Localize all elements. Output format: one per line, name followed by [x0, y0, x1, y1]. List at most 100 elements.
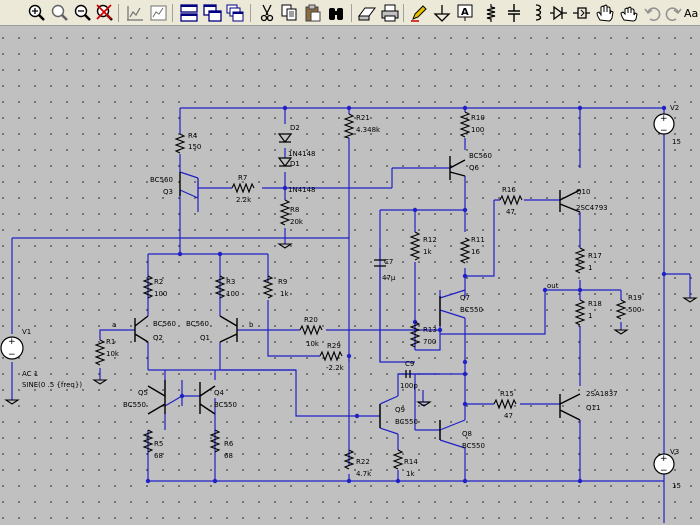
diode-icon[interactable]	[550, 5, 567, 21]
label-q8: Q8	[462, 430, 472, 438]
component-labels: R4 150 BC560 Q3 D2 1N4148 D1 1N4148 R7 2…	[22, 104, 681, 490]
r5-body	[142, 429, 154, 453]
tile-vertical-icon[interactable]	[203, 4, 222, 22]
hand-move-icon[interactable]	[596, 4, 614, 22]
label-q5-model: BC550	[123, 401, 146, 409]
label-d2: D2	[290, 124, 300, 132]
resistor-icon[interactable]	[486, 4, 496, 22]
label-q10-model: 2SC4793	[576, 204, 608, 212]
label-q1: Q1	[200, 334, 210, 342]
autorange-icon[interactable]	[127, 6, 143, 21]
zoom-full-icon[interactable]	[51, 4, 68, 21]
svg-text:−: −	[8, 350, 16, 360]
svg-text:A: A	[461, 7, 469, 18]
q1-body	[219, 315, 238, 343]
junction-dots	[145, 105, 667, 484]
diodes	[277, 133, 293, 167]
zoom-in-icon[interactable]	[28, 4, 45, 21]
label-r20-value: 10k	[306, 340, 320, 348]
zoom-out-icon[interactable]	[74, 4, 91, 21]
scissors-icon[interactable]	[260, 4, 274, 22]
capacitor-icon[interactable]	[508, 4, 520, 22]
label-r4: R4	[188, 132, 198, 140]
r9-body	[262, 275, 274, 299]
undo-icon[interactable]	[644, 7, 661, 21]
label-q2: Q2	[153, 334, 163, 342]
binoculars-icon[interactable]	[329, 8, 343, 20]
v1-circle	[0, 336, 24, 360]
r13-body	[409, 321, 421, 348]
label-r3-value: 100	[226, 290, 239, 298]
label-v3: V3	[670, 448, 679, 456]
label-c7: C7	[384, 258, 393, 266]
voltage-sources: + − + − + −	[0, 113, 675, 476]
r4-body	[174, 133, 186, 154]
label-r29-value: -2.2k	[326, 364, 345, 372]
ground-icon[interactable]	[433, 5, 451, 22]
svg-text:+: +	[660, 114, 668, 124]
label-r18-value: 1	[588, 312, 592, 320]
label-r16: R16	[502, 186, 516, 194]
zoom-cancel-icon[interactable]	[96, 4, 113, 21]
pencil-icon[interactable]	[411, 5, 427, 22]
component-icon[interactable]	[573, 7, 590, 19]
q6-body	[449, 156, 466, 180]
label-r5-value: 68	[154, 452, 163, 460]
r21-body	[343, 113, 355, 139]
label-v2-value: 15	[672, 138, 681, 146]
ground-r1	[92, 379, 108, 385]
label-r19-value: 500	[628, 306, 641, 314]
label-v3-value: 15	[672, 482, 681, 490]
label-r9: R9	[278, 278, 287, 286]
label-r22: R22	[356, 458, 370, 466]
label-d2-model: 1N4148	[288, 150, 316, 158]
svg-text:+: +	[8, 337, 16, 347]
d2-body	[277, 133, 293, 143]
copy-icon[interactable]	[281, 4, 297, 21]
r11-body	[459, 237, 471, 264]
v3-circle	[653, 453, 675, 475]
delete-plot-icon[interactable]	[150, 5, 167, 21]
label-q11-model: 2SA1837	[586, 390, 618, 398]
ground-out	[682, 297, 698, 303]
label-q4-model: BC550	[214, 401, 237, 409]
r3-body	[214, 275, 226, 299]
label-q1-model: BC560	[186, 320, 209, 328]
printer-icon[interactable]	[381, 4, 399, 22]
label-q7-model: BC550	[460, 306, 483, 314]
schematic-canvas[interactable]: + − + − + − R4 150 BC560 Q3 D2 1N4148 D1…	[0, 27, 700, 525]
text-tool-glyph: Aa	[684, 7, 698, 20]
label-q3: Q3	[163, 188, 173, 196]
ground-v1	[4, 399, 20, 405]
label-r6-value: 68	[224, 452, 233, 460]
label-r21: R21	[356, 114, 370, 122]
page-setup-icon[interactable]	[358, 7, 376, 21]
inductor-icon[interactable]	[535, 4, 542, 21]
tile-horizontal-icon[interactable]	[180, 4, 198, 22]
label-r3: R3	[226, 278, 235, 286]
c7-body	[374, 259, 386, 267]
label-r17-value: 1	[588, 264, 592, 272]
toolbar-icons: A Aa	[28, 4, 698, 22]
label-r9-value: 1k	[280, 290, 289, 298]
redo-icon[interactable]	[665, 7, 682, 21]
r10-body	[459, 111, 471, 138]
main-toolbar: A Aa	[0, 0, 700, 26]
label-r13-value: 700	[423, 338, 436, 346]
text-icon[interactable]: Aa	[684, 7, 698, 20]
paste-icon[interactable]	[305, 4, 321, 22]
cascade-icon[interactable]	[226, 4, 244, 22]
label-q6-model: BC560	[469, 152, 492, 160]
r2-body	[142, 275, 154, 299]
label-v1-sine: SINE(0 .5 {freq})	[22, 381, 82, 389]
label-v1: V1	[22, 328, 31, 336]
q10-body	[559, 189, 581, 213]
label-c9: C9	[405, 360, 414, 368]
label-q9-model: BC550	[395, 418, 418, 426]
label-q7: Q7	[460, 294, 470, 302]
label-r12: R12	[423, 236, 437, 244]
ground-c9	[416, 401, 432, 407]
label-net-icon[interactable]: A	[457, 4, 473, 21]
label-r12-value: 1k	[423, 248, 432, 256]
hand-drag-icon[interactable]	[620, 6, 638, 22]
